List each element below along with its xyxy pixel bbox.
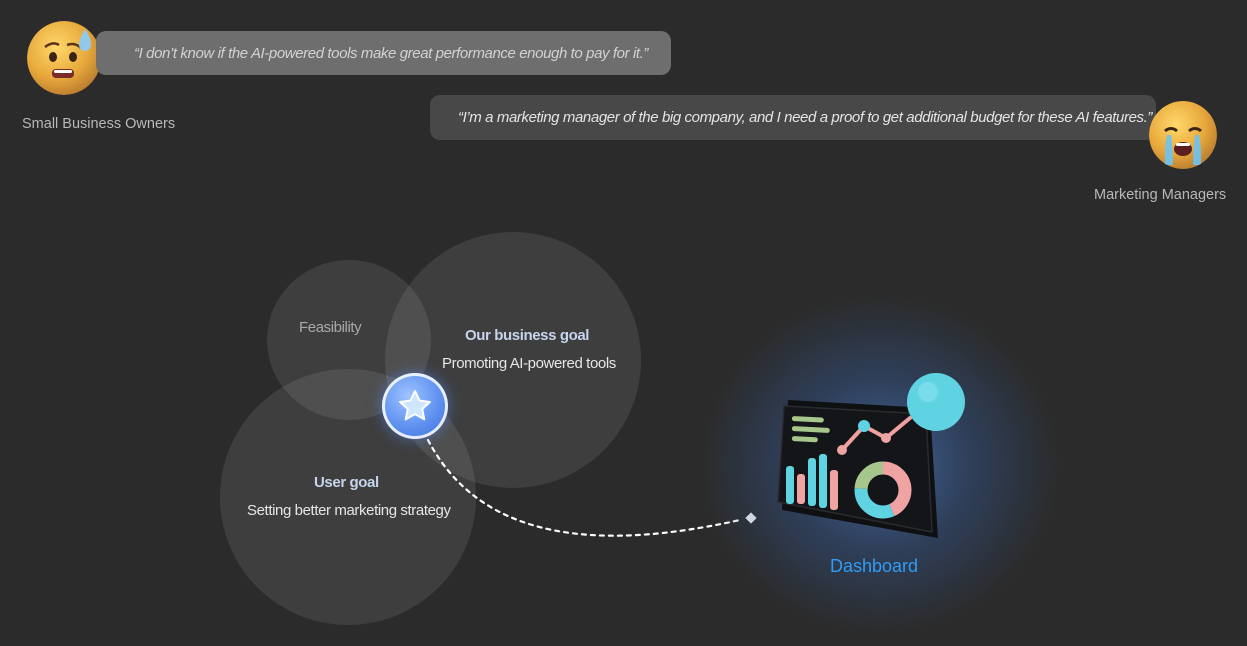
persona-label-small-business: Small Business Owners: [22, 116, 176, 132]
star-icon: [382, 373, 448, 439]
business-goal-circle: [385, 232, 641, 488]
dashboard-label: Dashboard: [829, 556, 919, 576]
feasibility-label: Feasibility: [299, 319, 362, 336]
business-goal-title: Our business goal: [465, 327, 590, 344]
quote-text: “I don’t know if the AI-powered tools ma…: [134, 44, 649, 62]
user-goal-subtitle: Setting better marketing strategy: [247, 502, 451, 519]
anxious-sweat-face-icon: [27, 21, 101, 95]
quote-text: “I’m a marketing manager of the big comp…: [458, 109, 1152, 126]
persona-label-marketing-manager: Marketing Managers: [1094, 187, 1227, 203]
quote-bubble-marketing-manager: “I’m a marketing manager of the big comp…: [430, 95, 1156, 140]
dashboard-chart-icon: [770, 370, 970, 550]
quote-bubble-small-business: “I don’t know if the AI-powered tools ma…: [96, 31, 671, 75]
business-goal-subtitle: Promoting AI-powered tools: [442, 355, 616, 372]
crying-face-icon: [1149, 101, 1217, 169]
user-goal-title: User goal: [314, 474, 379, 491]
